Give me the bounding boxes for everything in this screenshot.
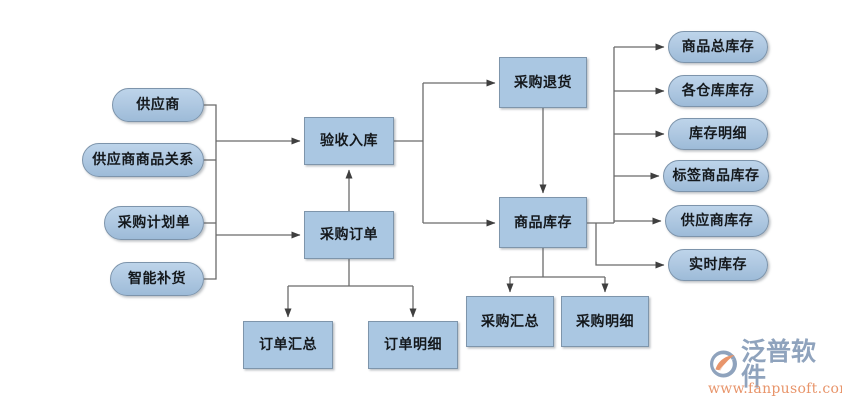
node-label: 智能补货 — [128, 271, 186, 287]
node-label: 采购汇总 — [481, 313, 539, 330]
node-label: 采购计划单 — [117, 215, 191, 231]
node-label: 订单汇总 — [259, 337, 317, 353]
node-label: 采购明细 — [576, 313, 634, 330]
node-label: 采购订单 — [320, 227, 378, 243]
edge-left-bus — [204, 104, 217, 280]
node-warehouse-stock[interactable]: 各仓库库存 — [668, 75, 768, 107]
node-receipt-inbound[interactable]: 验收入库 — [304, 117, 394, 165]
node-label: 供应商商品关系 — [92, 152, 194, 168]
fanpu-logo-icon — [710, 350, 737, 378]
node-realtime-stock[interactable]: 实时库存 — [668, 249, 768, 281]
node-purchase-total[interactable]: 采购汇总 — [466, 296, 554, 347]
node-supplier-goods-rel[interactable]: 供应商商品关系 — [82, 143, 204, 177]
node-label: 各仓库库存 — [681, 83, 755, 99]
node-goods-total-stock[interactable]: 商品总库存 — [668, 31, 768, 63]
node-stock-detail[interactable]: 库存明细 — [668, 118, 768, 150]
node-purchase-return[interactable]: 采购退货 — [499, 57, 587, 108]
node-label: 供应商库存 — [680, 213, 754, 229]
node-label: 标签商品库存 — [672, 168, 760, 184]
logo-row: 泛普软件 — [706, 339, 840, 389]
node-label: 商品库存 — [514, 214, 572, 231]
node-label: 验收入库 — [320, 133, 378, 149]
node-smart-replenish[interactable]: 智能补货 — [110, 262, 204, 296]
node-goods-stock[interactable]: 商品库存 — [499, 197, 587, 248]
node-label: 商品总库存 — [681, 39, 755, 55]
node-supplier-stock[interactable]: 供应商库存 — [665, 205, 769, 237]
node-purchase-detail[interactable]: 采购明细 — [561, 296, 649, 347]
node-label: 订单明细 — [384, 337, 442, 353]
node-purchase-plan[interactable]: 采购计划单 — [104, 206, 204, 240]
brand-url: www.fanpusoft.com — [708, 381, 842, 397]
brand-watermark: 泛普软件 www.fanpusoft.com — [706, 339, 842, 400]
node-label: 供应商 — [136, 97, 180, 113]
brand-name: 泛普软件 — [741, 337, 817, 391]
node-supplier[interactable]: 供应商 — [112, 88, 204, 122]
node-label: 库存明细 — [689, 126, 747, 142]
node-label: 采购退货 — [514, 74, 572, 91]
node-label-goods-stock[interactable]: 标签商品库存 — [663, 160, 769, 192]
edge-to-realtime-stock — [595, 223, 665, 269]
node-order-summary[interactable]: 订单汇总 — [243, 321, 333, 369]
node-order-detail[interactable]: 订单明细 — [368, 321, 458, 369]
node-label: 实时库存 — [689, 257, 747, 273]
node-purchase-order[interactable]: 采购订单 — [304, 211, 394, 259]
